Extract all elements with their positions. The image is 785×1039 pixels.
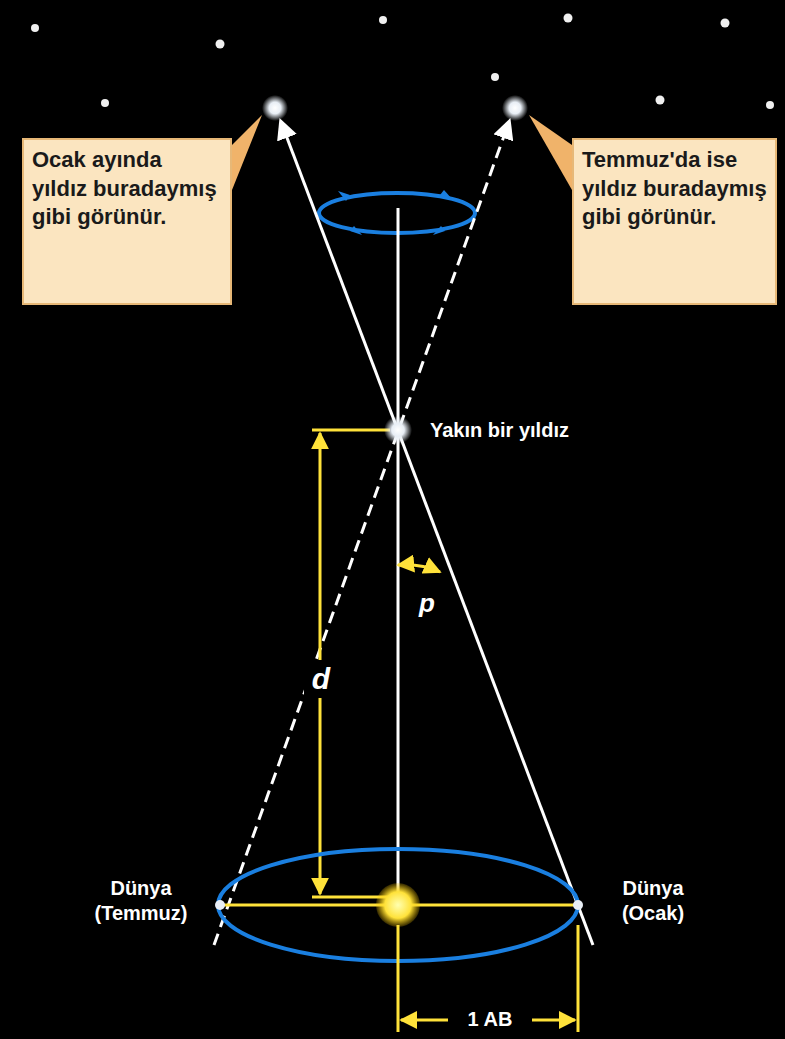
sight-line xyxy=(214,122,509,945)
axis-line xyxy=(397,208,400,905)
callout-box: Ocak ayında yıldız buradaymış gibi görün… xyxy=(22,138,232,305)
arrow-head xyxy=(338,191,350,201)
callout-pointer xyxy=(232,115,262,190)
diagram-label: p xyxy=(417,587,447,620)
sun xyxy=(376,883,420,927)
arrow-head xyxy=(440,190,452,199)
diagram-label: Dünya (Ocak) xyxy=(592,876,714,926)
diagram-label: 1 AB xyxy=(448,1007,532,1032)
sight-line xyxy=(281,122,593,945)
angle-arc xyxy=(398,565,440,572)
earth xyxy=(215,900,225,910)
arrow-head xyxy=(433,226,445,235)
diagram-label: Dünya (Temmuz) xyxy=(72,876,210,926)
callout-text: Temmuz'da ise yıldız buradaymış gibi gör… xyxy=(582,146,767,232)
callout-pointer xyxy=(529,115,572,190)
near-star xyxy=(384,416,412,444)
arrow-head xyxy=(350,226,362,235)
diagram-label: Yakın bir yıldız xyxy=(428,418,632,443)
apparent-star xyxy=(502,95,528,121)
earth xyxy=(573,900,583,910)
au-dimension xyxy=(398,925,578,1032)
callout-box: Temmuz'da ise yıldız buradaymış gibi gör… xyxy=(572,138,777,305)
diagram-label: d xyxy=(304,660,338,698)
background-stars xyxy=(31,14,774,110)
callout-text: Ocak ayında yıldız buradaymış gibi görün… xyxy=(32,146,222,232)
apparent-star xyxy=(262,95,288,121)
